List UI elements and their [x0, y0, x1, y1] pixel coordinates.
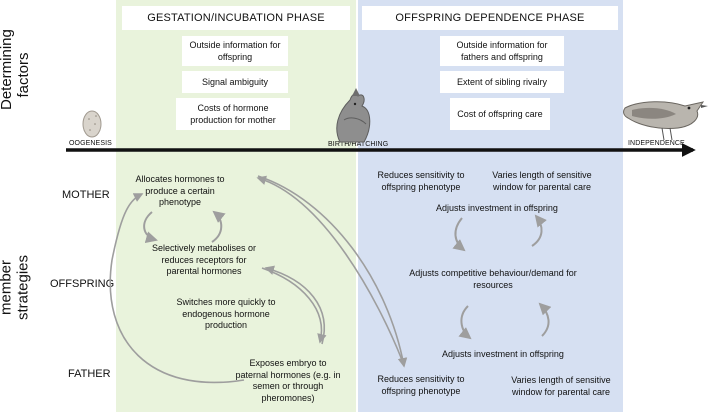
arrow-mother-to-father-dependence — [257, 175, 408, 368]
dependence-phase-panel — [358, 0, 623, 412]
dependence-mother-strategy-3: Adjusts investment in offspring — [436, 203, 558, 213]
sparrow-icon — [623, 101, 708, 141]
dependence-father-strategy-1: Adjusts investment in offspring — [442, 349, 564, 359]
cycle-arrow-dependence-mother-up — [531, 214, 547, 247]
member-offspring: OFFSPRING — [50, 278, 115, 290]
factor-dependence-1: Outside information for fathers and offs… — [440, 36, 564, 66]
arrow-father-dependence-to-mother — [256, 175, 403, 361]
timeline-start-label: OOGENESIS — [69, 140, 112, 147]
gestation-phase-title: GESTATION/INCUBATION PHASE — [122, 6, 350, 30]
cycle-arrow-gestation-up — [211, 210, 226, 243]
member-mother: MOTHER — [62, 189, 110, 201]
timeline-middle-label: BIRTH/HATCHING — [328, 141, 389, 148]
egg-icon — [82, 110, 102, 138]
gestation-phase-panel — [116, 0, 356, 412]
gestation-mother-strategy: Allocates hormones to produce a certain … — [135, 174, 225, 207]
gestation-offspring-strategy-1: Selectively metabolises or reduces recep… — [151, 243, 257, 276]
factor-gestation-3: Costs of hormone production for mother — [176, 98, 290, 130]
dependence-phase-title: OFFSPRING DEPENDENCE PHASE — [362, 6, 618, 30]
dependence-offspring-strategy: Adjusts competitive behaviour/demand for… — [409, 268, 577, 290]
dependence-father-strategy-2: Reduces sensitivity to offspring phenoty… — [377, 374, 465, 396]
hatchling-icon — [336, 88, 371, 143]
gestation-father-strategy: Exposes embryo to paternal hormones (e.g… — [235, 358, 341, 403]
member-father: FATHER — [68, 368, 111, 380]
cycle-arrow-gestation-down — [143, 211, 158, 244]
arrow-father-to-mother — [109, 193, 245, 384]
gestation-offspring-strategy-2: Switches more quickly to endogenous horm… — [176, 297, 276, 330]
dependence-mother-strategy-2: Varies length of sensitive window for pa… — [492, 170, 592, 192]
cycle-arrow-dependence-father-down — [458, 305, 472, 340]
factor-gestation-2: Signal ambiguity — [182, 71, 288, 93]
cycle-arrow-dependence-mother-down — [452, 217, 466, 252]
dependence-father-strategy-3: Varies length of sensitive window for pa… — [511, 375, 611, 397]
dependence-mother-strategy-1: Reduces sensitivity to offspring phenoty… — [377, 170, 465, 192]
factor-gestation-1: Outside information for offspring — [182, 36, 288, 66]
cycle-arrow-dependence-father-up — [538, 302, 552, 337]
factor-dependence-2: Extent of sibling rivalry — [440, 71, 564, 93]
factor-dependence-3: Cost of offspring care — [450, 98, 550, 130]
timeline-end-label: INDEPENDENCE — [628, 140, 685, 147]
arrow-father-to-offspring — [264, 265, 325, 345]
